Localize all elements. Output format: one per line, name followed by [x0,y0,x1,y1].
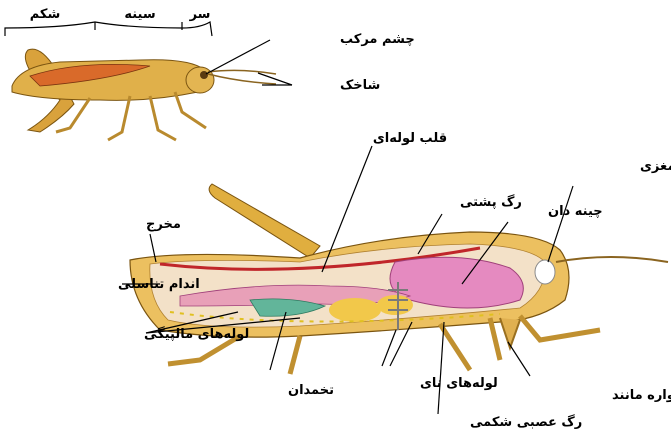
leader-ventral-nerve-cord [438,322,444,414]
leader-tracheae-1 [382,330,396,366]
anatomy-grasshopper: قلب لوله‌ای گره های مغزی چینه دان رگ پشت… [118,131,671,430]
top-head [186,67,214,93]
label-abdomen: شکم [30,7,61,22]
label-compound-eye: چشم مرکب [340,32,415,47]
top-compound-eye [200,71,208,79]
label-dorsal-vessel: رگ پشتی [460,193,522,210]
label-ventral-nerve-cord: رگ عصبی شکمی [470,413,582,430]
brain-ganglia [535,260,555,284]
label-thorax: سینه [124,7,155,22]
label-genitalia: اندام تناسلی [118,277,200,292]
top-antenna [208,70,276,74]
label-brain-ganglia: گره های مغزی [640,158,671,174]
leader-compound-eye [206,40,270,74]
label-tubular-heart: قلب لوله‌ای [373,131,447,146]
top-grasshopper: شکم سینه سر چشم مرکب شاخک [5,7,415,140]
anatomy-antenna [556,257,668,262]
hind-femur [209,184,320,258]
fat-body-1 [329,298,381,322]
fat-body-2 [377,295,413,315]
label-malpighian-tubules: لوله‌های مالپیگی [144,326,249,342]
label-anus: مخرج [146,217,181,232]
label-head: سر [189,7,211,22]
label-tracheae: لوله‌های نای [420,376,498,391]
leader-mouthparts [508,342,530,376]
region-brackets [5,22,212,36]
label-crop: چینه دان [548,204,603,219]
mouthparts [500,318,520,348]
label-ovary: تخمدان [288,383,334,398]
label-mouthparts: صفحات آواره مانند [612,386,671,403]
label-antenna: شاخک [340,78,380,93]
